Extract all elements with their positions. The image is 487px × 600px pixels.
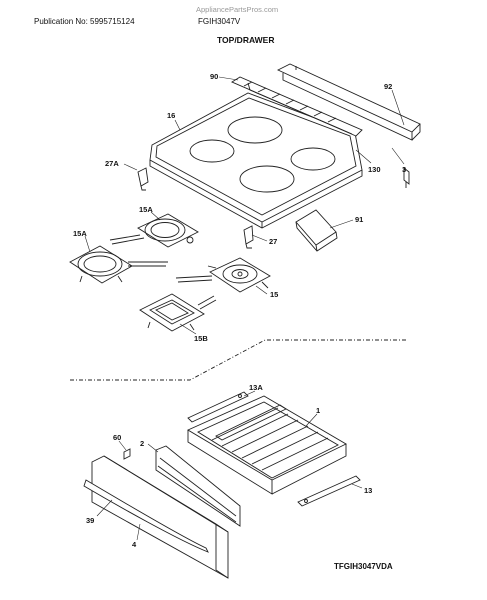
- callout-92: 92: [384, 82, 392, 91]
- heating-element-15a-upper[interactable]: [109, 213, 199, 248]
- drawer-box[interactable]: [187, 395, 347, 495]
- callout-27: 27: [269, 237, 277, 246]
- heating-element-15b[interactable]: [139, 293, 217, 332]
- callout-15a-lower: 15A: [73, 229, 87, 238]
- drawer-screw[interactable]: [123, 448, 131, 460]
- callout-2: 2: [140, 439, 144, 448]
- drawer-handle[interactable]: [83, 479, 209, 553]
- drawer-frame[interactable]: [155, 445, 241, 527]
- drawer-rail-13[interactable]: [297, 475, 361, 507]
- drawer-rail-13a[interactable]: [187, 391, 249, 423]
- callout-130: 130: [368, 165, 381, 174]
- drawer-front-panel[interactable]: [91, 455, 229, 579]
- burner-front-left: [189, 139, 235, 163]
- callout-4: 4: [132, 540, 137, 549]
- publication-number: Publication No: 5995715124: [34, 17, 135, 26]
- leader-lines: [84, 76, 405, 541]
- cooktop-glass-top[interactable]: [149, 92, 363, 229]
- burner-rear-left: [227, 116, 283, 144]
- callout-91: 91: [355, 215, 363, 224]
- bracket-right[interactable]: [243, 225, 254, 249]
- burner-rear-right: [290, 147, 336, 171]
- callout-13: 13: [364, 486, 372, 495]
- callout-27a: 27A: [105, 159, 119, 168]
- heating-element-15a-lower[interactable]: [69, 245, 168, 284]
- section-divider: [70, 339, 408, 381]
- vent-trim[interactable]: [231, 76, 363, 137]
- section-title: TOP/DRAWER: [217, 35, 275, 45]
- burner-front-right: [239, 165, 295, 193]
- callout-3: 3: [402, 165, 406, 174]
- callout-13a: 13A: [249, 383, 263, 392]
- panel-91[interactable]: [295, 209, 338, 252]
- callout-60: 60: [113, 433, 121, 442]
- backguard-rail[interactable]: [276, 63, 421, 141]
- diagram-code: TFGIH3047VDA: [334, 562, 393, 571]
- callout-1: 1: [316, 406, 320, 415]
- callout-39: 39: [86, 516, 94, 525]
- callout-90: 90: [210, 72, 218, 81]
- callout-15a-upper: 15A: [139, 205, 153, 214]
- callout-15b: 15B: [194, 334, 208, 343]
- callout-15: 15: [270, 290, 278, 299]
- source-watermark: AppliancePartsPros.com: [196, 5, 279, 14]
- model-number: FGIH3047V: [198, 17, 241, 26]
- heating-element-15[interactable]: [175, 257, 271, 293]
- callout-16: 16: [167, 111, 175, 120]
- bracket-left[interactable]: [137, 167, 149, 191]
- screw[interactable]: [403, 167, 410, 188]
